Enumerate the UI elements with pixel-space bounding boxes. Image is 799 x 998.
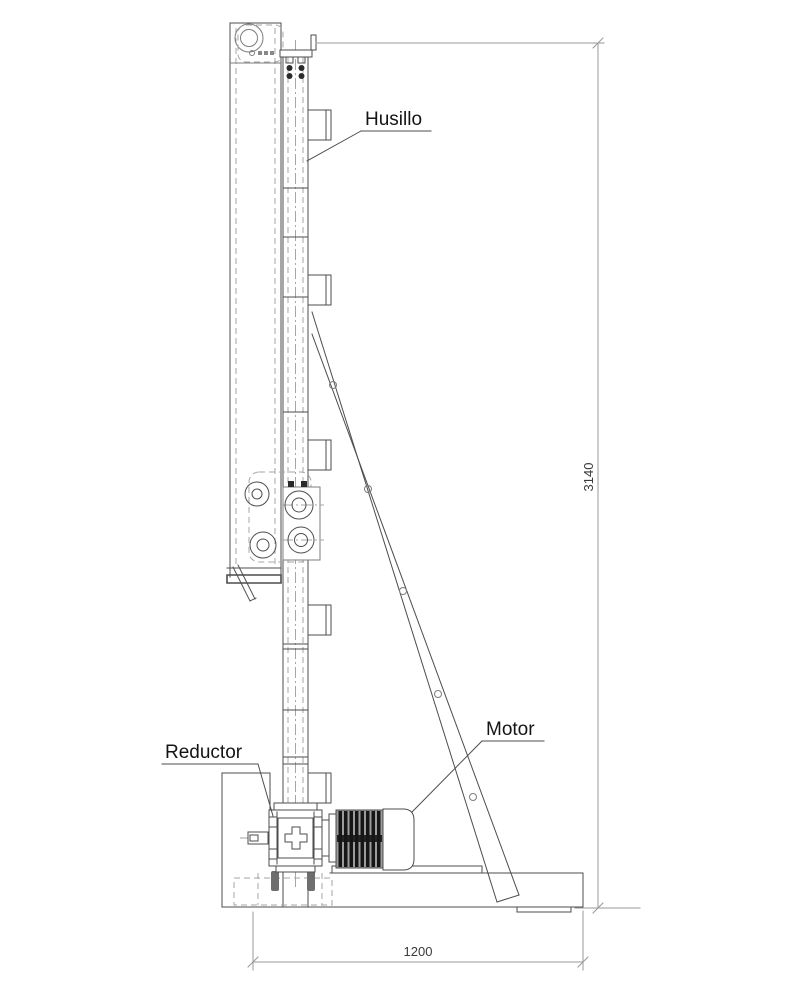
input-shaft [248,832,268,844]
motor-label: Motor [486,719,535,740]
roller [288,527,314,553]
leader-mast-column [227,23,283,601]
top-hook-bracket [311,35,316,50]
lug [308,440,331,470]
segment-joints [283,188,308,764]
mast-bottom-plate [227,565,281,601]
bolt-mark [264,51,268,55]
brace-hole [330,382,337,389]
dimension-tick [593,38,603,48]
height-dimension: 3140 [316,38,640,913]
brace-hole [400,588,407,595]
lug [308,773,331,803]
bolt-mark [270,51,274,55]
dimension-tick [593,903,603,913]
husillo-label: Husillo [365,109,422,130]
brace-hole [435,691,442,698]
bolt [298,65,305,71]
top-pulley [230,24,283,63]
mounting-lugs [308,110,331,803]
motor-callout: Motor [412,719,544,812]
motor-leader-line [412,741,482,812]
lever [233,567,250,601]
carriage-assembly [245,472,324,562]
brace-hole [365,486,372,493]
diagonal-brace [312,312,519,902]
anchor-bolt [271,871,279,891]
foot-pad [517,907,571,912]
width-dimension: 1200 [248,911,588,970]
reductor-callout: Reductor [162,742,273,816]
husillo-leader-line [307,131,361,161]
bolt [298,73,305,79]
shaft-cross-section [285,827,307,849]
fastener [288,481,294,487]
brace-hole [470,794,477,801]
hidden-foundation [234,873,332,905]
bolt [286,73,293,79]
lug [308,110,331,140]
motor-fins [337,811,382,867]
motor [336,809,414,870]
bolt-mark [258,51,262,55]
spindle-top-plate [280,35,316,79]
lug [308,275,331,305]
spindle-column [280,35,331,907]
bolt [286,65,293,71]
bolt-mark [250,51,255,56]
husillo-callout: Husillo [307,109,431,161]
motor-end-cap [383,809,414,870]
gearbox [240,795,350,886]
fastener [301,481,307,487]
roller [285,491,313,519]
lever [238,565,255,599]
coupling [322,814,336,862]
bolt-head [250,532,276,558]
anchor-bolt [307,871,315,891]
dimension-tick [248,957,258,967]
reductor-label: Reductor [165,742,243,763]
reductor-leader-line [258,764,273,816]
height-dimension-value: 3140 [581,463,596,492]
dimension-tick [578,957,588,967]
width-dimension-value: 1200 [404,944,433,959]
bolt-head [245,482,269,506]
lug [308,605,331,635]
